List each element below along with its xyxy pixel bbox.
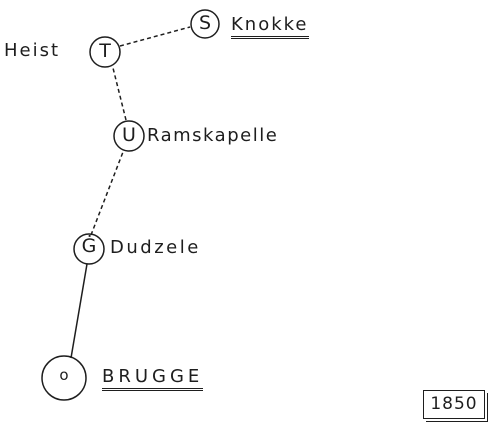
station-letter-brugge: o (59, 366, 69, 384)
track-heist-knokke (119, 26, 191, 47)
station-label-brugge: BRUGGE (102, 368, 204, 391)
track-ramskapelle-heist (112, 67, 127, 121)
station-label-ramskapelle: Ramskapelle (147, 125, 279, 146)
station-label-knokke: Knokke (231, 16, 309, 39)
station-letter-ramskapelle: U (122, 124, 136, 146)
year-badge: 1850 (423, 390, 485, 419)
station-label-heist: Heist (4, 40, 61, 61)
station-letter-knokke: S (198, 12, 212, 34)
station-circle-brugge (41, 355, 87, 401)
station-label-dudzele: Dudzele (110, 237, 201, 258)
station-circle-knokke (190, 9, 220, 39)
track-dudzele-ramskapelle (90, 151, 124, 236)
station-circle-heist (89, 36, 121, 68)
station-circle-dudzele (73, 233, 105, 265)
station-letter-heist: T (99, 40, 111, 62)
station-circle-ramskapelle (113, 120, 145, 152)
station-letter-dudzele: Ġ (81, 235, 97, 257)
track-brugge-dudzele (70, 263, 88, 359)
